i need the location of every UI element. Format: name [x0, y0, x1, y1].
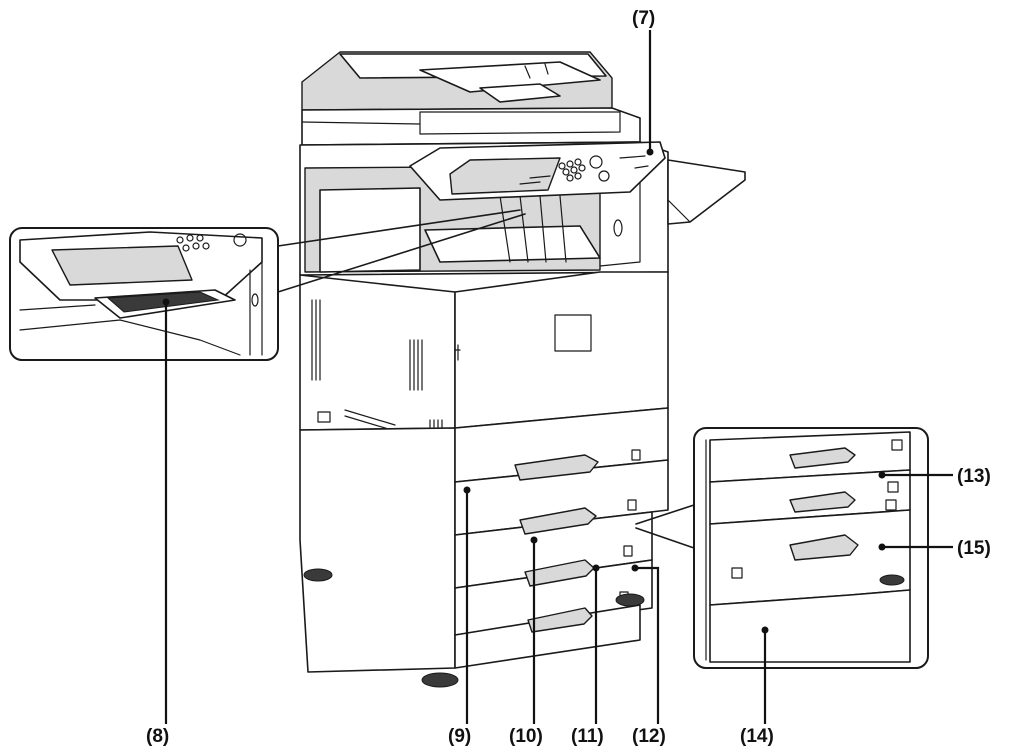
callout-14: (14): [740, 726, 774, 747]
callout-11: (11): [571, 726, 604, 747]
callout-15: (15): [957, 538, 991, 559]
callout-9: (9): [448, 726, 471, 747]
callout-8: (8): [146, 726, 169, 747]
operation-panel: [409, 141, 666, 201]
inset-trays: [693, 427, 929, 669]
inset-connector-bottom: [277, 213, 526, 293]
inset-keyboard: [9, 227, 279, 361]
inset-connector-top: [277, 209, 521, 247]
document-feeder: [301, 51, 641, 146]
callout-12: (12): [632, 726, 666, 747]
callout-7: (7): [632, 8, 655, 29]
inset-connector-upper: [635, 504, 695, 525]
inset-connector-lower: [635, 527, 695, 549]
panel-keys: [558, 155, 649, 182]
leader-lines: [162, 30, 953, 724]
exit-tray: [667, 159, 746, 225]
front-cover: [454, 271, 669, 429]
callout-10: (10): [509, 726, 543, 747]
tray-stack: [299, 407, 669, 688]
callout-13: (13): [957, 466, 991, 487]
copier-machine: [299, 51, 746, 688]
